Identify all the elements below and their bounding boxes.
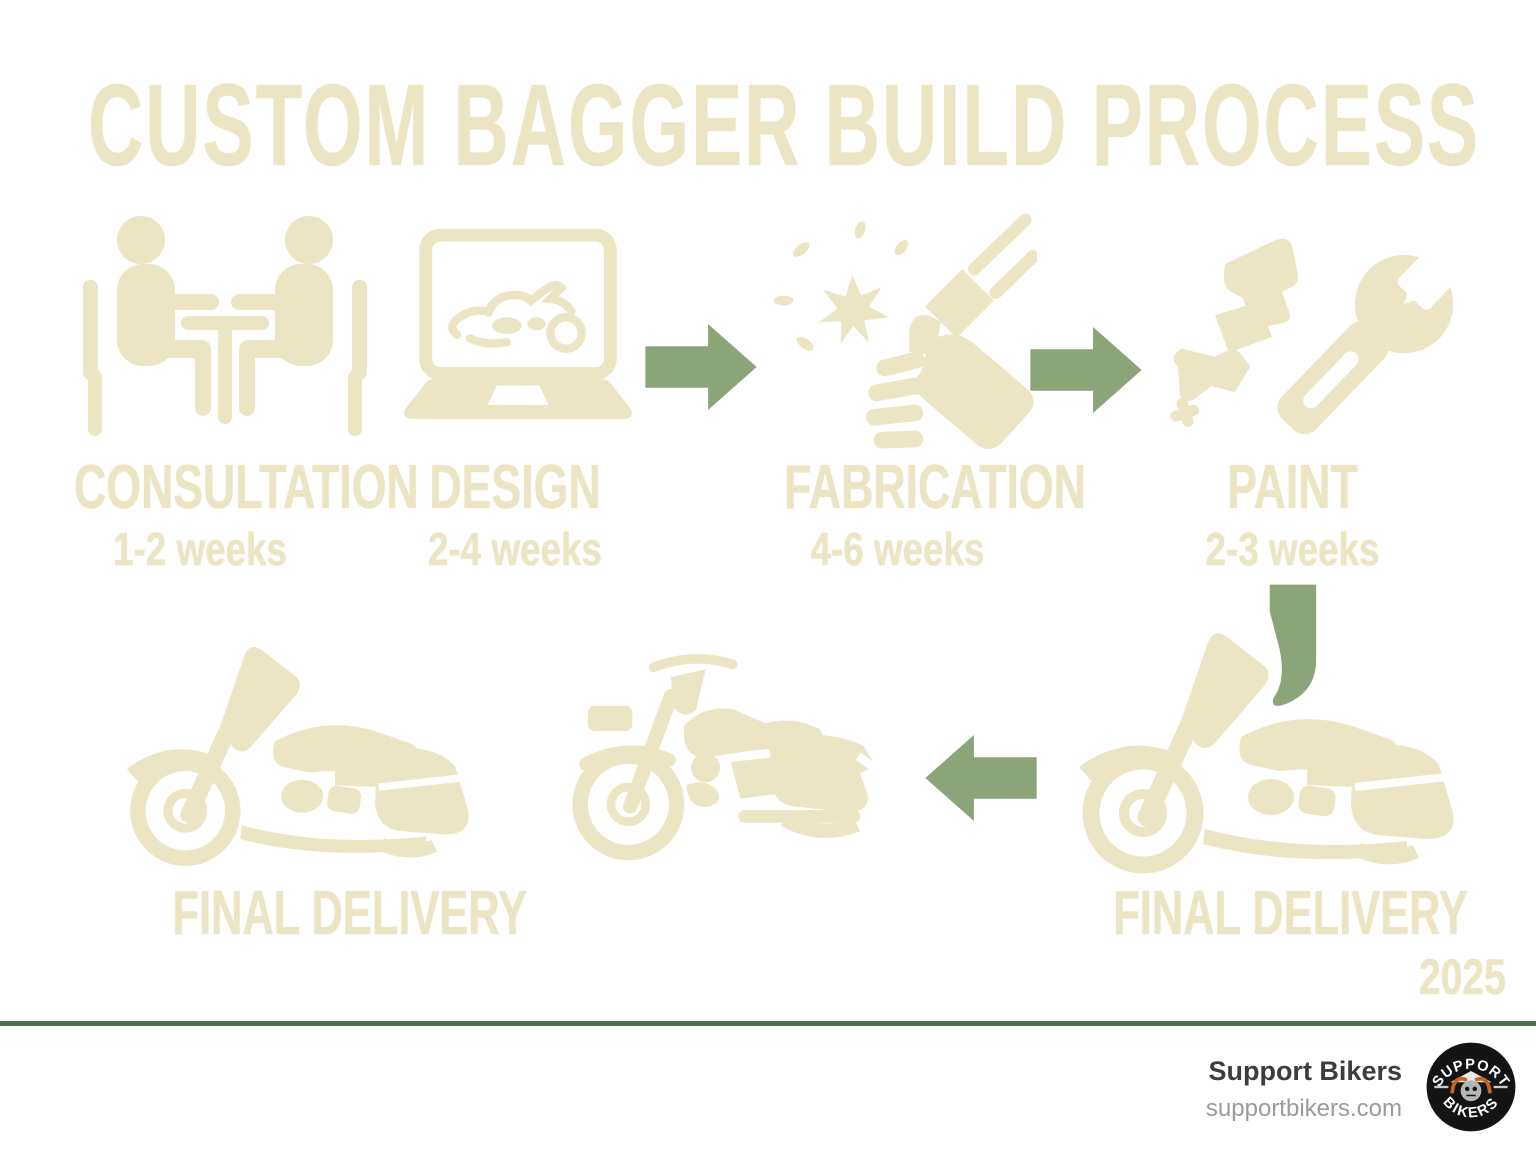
bagger-motorcycle-icon [105,622,470,880]
step-label-design: DESIGN [429,453,601,522]
laptop-design-icon [398,222,638,432]
footer-website: supportbikers.com [1205,1095,1402,1122]
footer-text-block: Support Bikers supportbikers.com [1140,1056,1402,1123]
cruiser-motorcycle-icon [537,648,909,870]
arrow-left-icon [925,735,1037,821]
footer-divider [0,1021,1536,1026]
welding-icon [762,210,1037,455]
arrow-right-icon [645,324,757,410]
arrow-down-curve-icon [1262,584,1320,706]
footer-brand-name: Support Bikers [1208,1056,1402,1086]
duration-consultation: 1-2 weeks [113,523,287,575]
step-label-paint: PAINT [1227,453,1358,522]
support-bikers-logo: SUPPORT BIKERS [1424,1040,1518,1134]
duration-fabrication: 4-6 weeks [810,523,985,575]
duration-paint: 2-3 weeks [1205,523,1380,575]
final-delivery-label-left: FINAL DELIVERY [172,879,527,948]
consultation-icon [70,212,380,452]
step-label-consultation: CONSULTATION [73,453,419,522]
duration-design: 2-4 weeks [428,523,602,575]
final-delivery-label-right: FINAL DELIVERY [1113,879,1468,948]
year-label: 2025 [1419,949,1506,1005]
page-title: CUSTOM BAGGER BUILD PROCESS [88,60,1480,190]
spray-gun-wrench-icon [1162,232,1457,440]
arrow-right-icon [1030,327,1142,413]
bagger-motorcycle-icon [1055,615,1455,880]
step-label-fabrication: FABRICATION [784,453,1086,522]
